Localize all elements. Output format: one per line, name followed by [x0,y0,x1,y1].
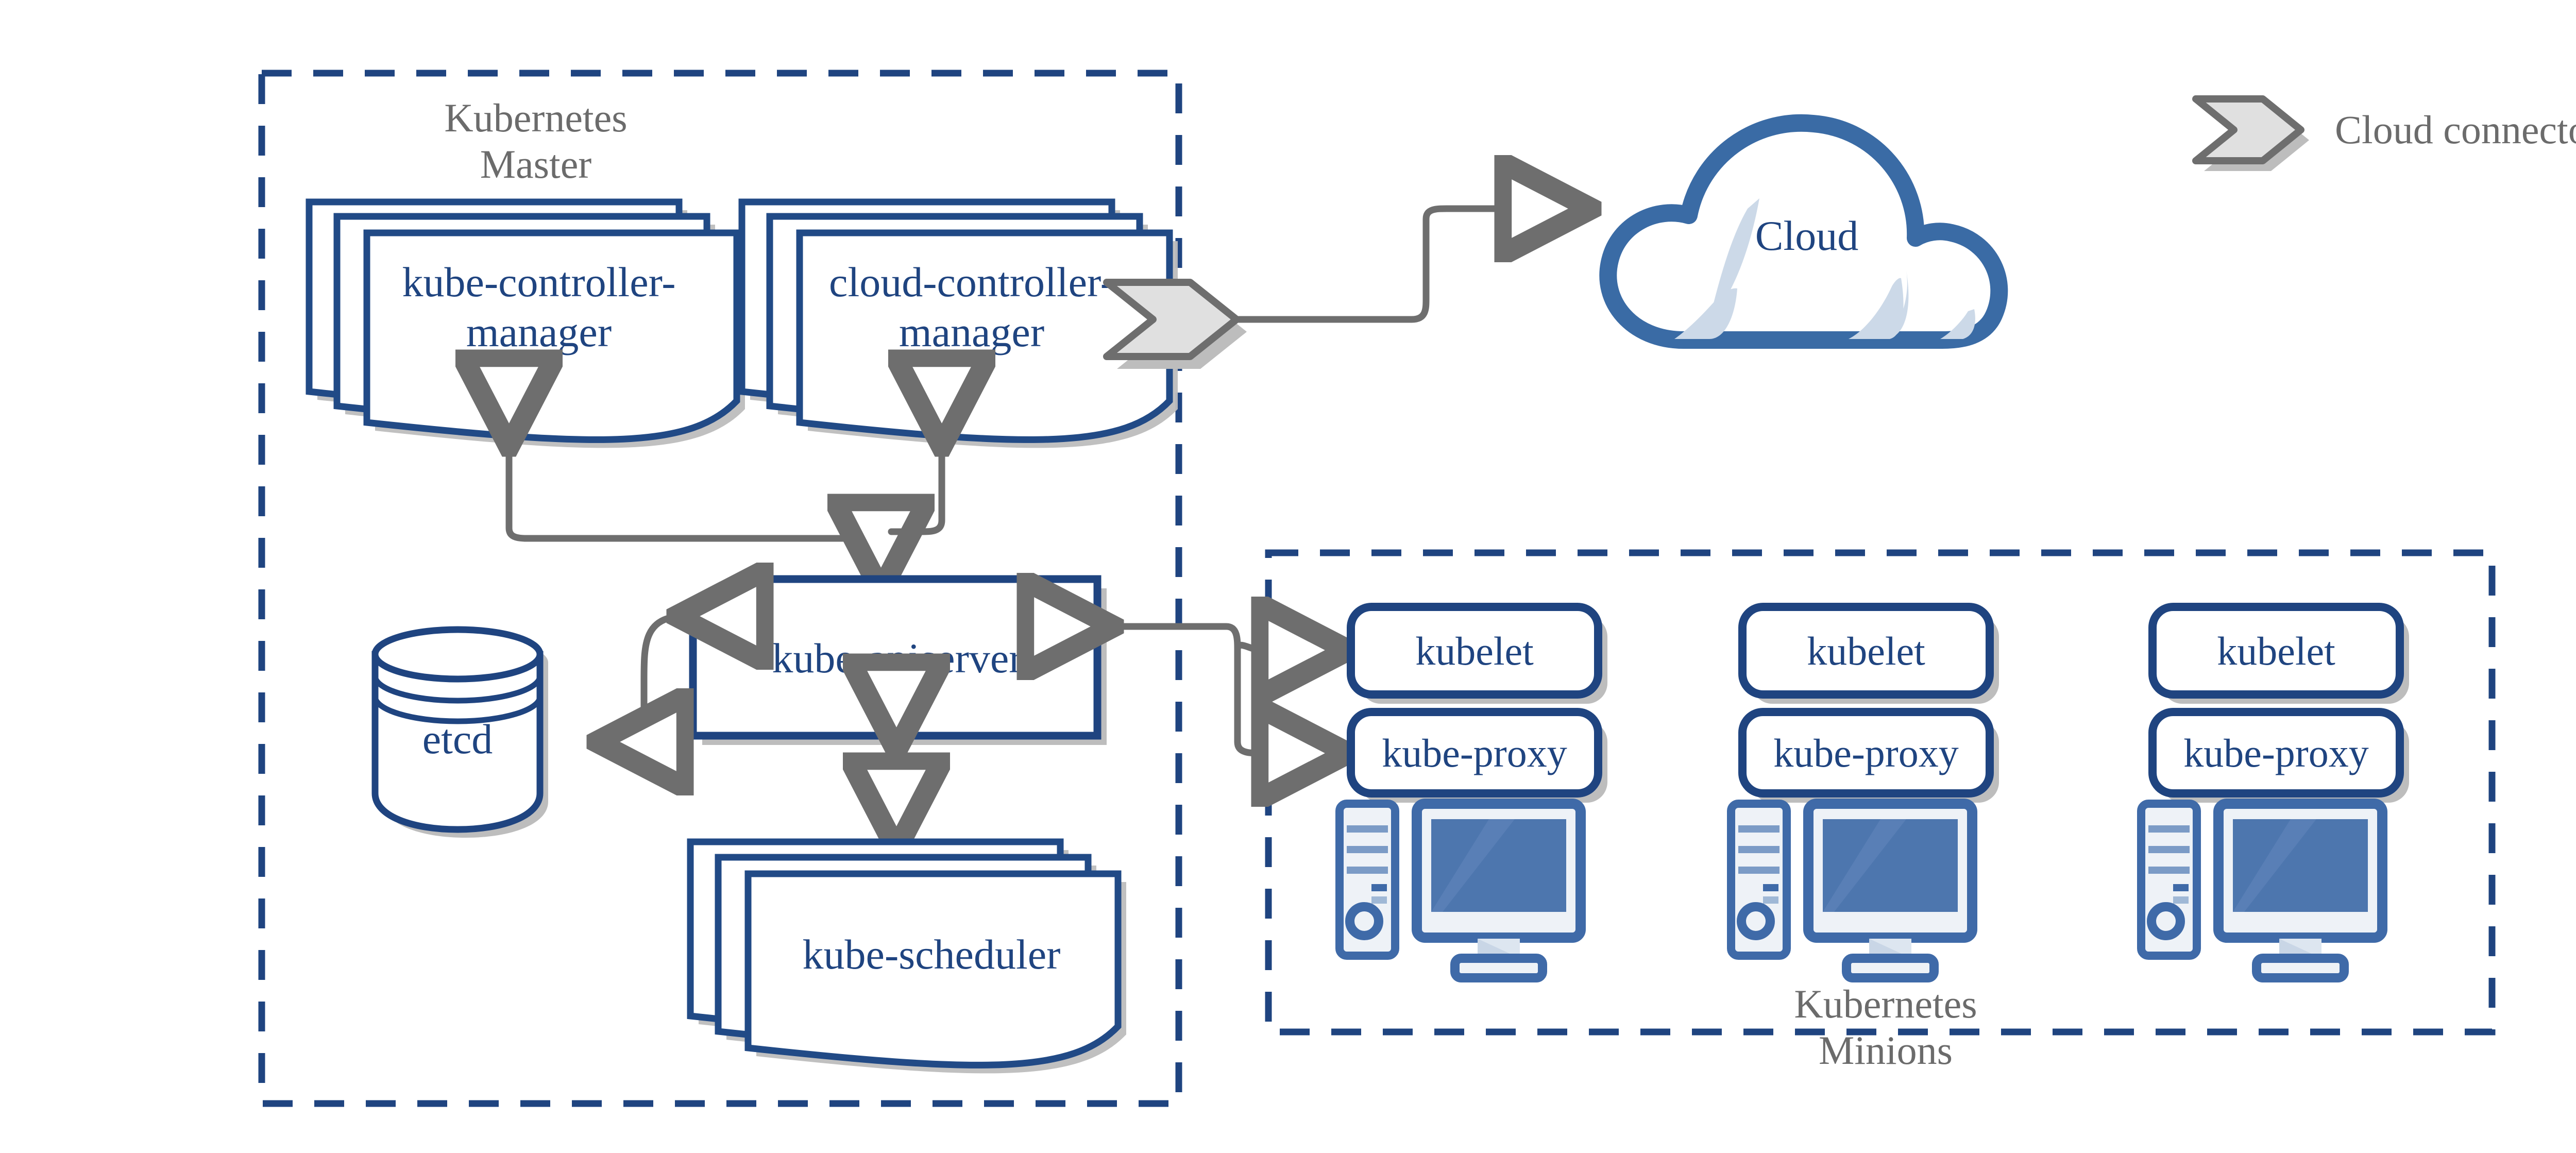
kubelet-label: kubelet [1807,629,1925,673]
group-kubernetes-master: Kubernetes Master [258,70,1182,1107]
connector-branch-kubelet [1234,645,1340,650]
minion-2-kube-proxy[interactable]: kube-proxy [1738,708,1999,803]
connector-apiserver-to-controllers [509,438,942,582]
minion-column-3: kubelet kube-proxy [2137,603,2409,982]
legend-cloud-connector-label: Cloud connector [2335,107,2576,152]
master-group-label-line1: Kubernetes [444,95,627,140]
connector-apiserver-etcd [605,616,685,742]
etcd-ring-1 [372,675,543,704]
etcd-ring-2 [372,696,543,724]
kube-controller-manager-label-line1: kube-controller- [402,259,675,306]
node-cloud-controller-manager[interactable]: cloud-controller- manager [738,198,1178,448]
connector-line-right [888,438,942,535]
cloud-controller-manager-label-line1: cloud-controller- [829,259,1114,306]
minion-column-1: kubelet kube-proxy [1335,603,1607,982]
chevron-connector-icon [1103,279,1240,360]
kube-proxy-label: kube-proxy [1382,731,1567,775]
cloud-controller-manager-label-line2: manager [899,309,1044,355]
kube-proxy-label: kube-proxy [1773,731,1959,775]
minion-1-computer-icon [1335,799,1586,982]
connector-branch-proxy [1234,647,1340,753]
kube-proxy-body [1738,708,1994,798]
kube-proxy-body [1347,708,1602,798]
minion-1-kube-proxy[interactable]: kube-proxy [1347,708,1607,803]
cloud-label: Cloud [1755,212,1858,259]
kube-proxy-body [2148,708,2404,798]
node-kube-scheduler[interactable]: kube-scheduler [687,838,1126,1074]
connector-trunk [1105,626,1241,650]
node-etcd[interactable]: etcd [371,626,548,838]
etcd-top-ellipse [371,626,544,683]
node-cloud[interactable]: Cloud [1599,114,2008,349]
minions-group-label-line2: Minions [1819,1028,1953,1073]
kube-scheduler-label: kube-scheduler [803,931,1061,978]
master-group-label-line2: Master [480,142,592,186]
doc-sheet-front [744,870,1122,1069]
minion-3-computer-icon [2137,799,2387,982]
legend-cloud-connector: Cloud connector [2192,95,2576,171]
minion-2-computer-icon [1727,799,1977,982]
kube-apiserver-label: kube-apiserver [772,635,1023,682]
connector-line-left [509,438,881,582]
cloud-shading [1674,198,1975,339]
connector-ccm-to-cloud [1233,209,1583,323]
etcd-label: etcd [422,716,493,762]
connector-apiserver-to-minion1 [1105,626,1340,753]
kube-proxy-label: kube-proxy [2183,731,2369,775]
minion-3-kube-proxy[interactable]: kube-proxy [2148,708,2409,803]
minions-group-label-line1: Kubernetes [1794,981,1977,1026]
connector-line [605,616,685,742]
kubelet-body [1738,603,1994,699]
kube-controller-manager-label-line2: manager [466,309,612,355]
kubelet-body [2148,603,2404,699]
connector-line [1233,209,1583,323]
cloud-connector-icon-on-ccm[interactable] [1103,279,1247,369]
kubelet-body [1347,603,1602,699]
chevron-connector-icon [2192,95,2304,164]
node-kube-apiserver[interactable]: kube-apiserver [689,575,1107,745]
minion-1-kubelet[interactable]: kubelet [1347,603,1607,704]
minion-3-kubelet[interactable]: kubelet [2148,603,2409,704]
minion-column-2: kubelet kube-proxy [1727,603,1999,982]
node-kube-controller-manager[interactable]: kube-controller- manager [306,198,745,448]
kubelet-label: kubelet [2217,629,2335,673]
minion-2-kubelet[interactable]: kubelet [1738,603,1999,704]
kubelet-label: kubelet [1415,629,1534,673]
